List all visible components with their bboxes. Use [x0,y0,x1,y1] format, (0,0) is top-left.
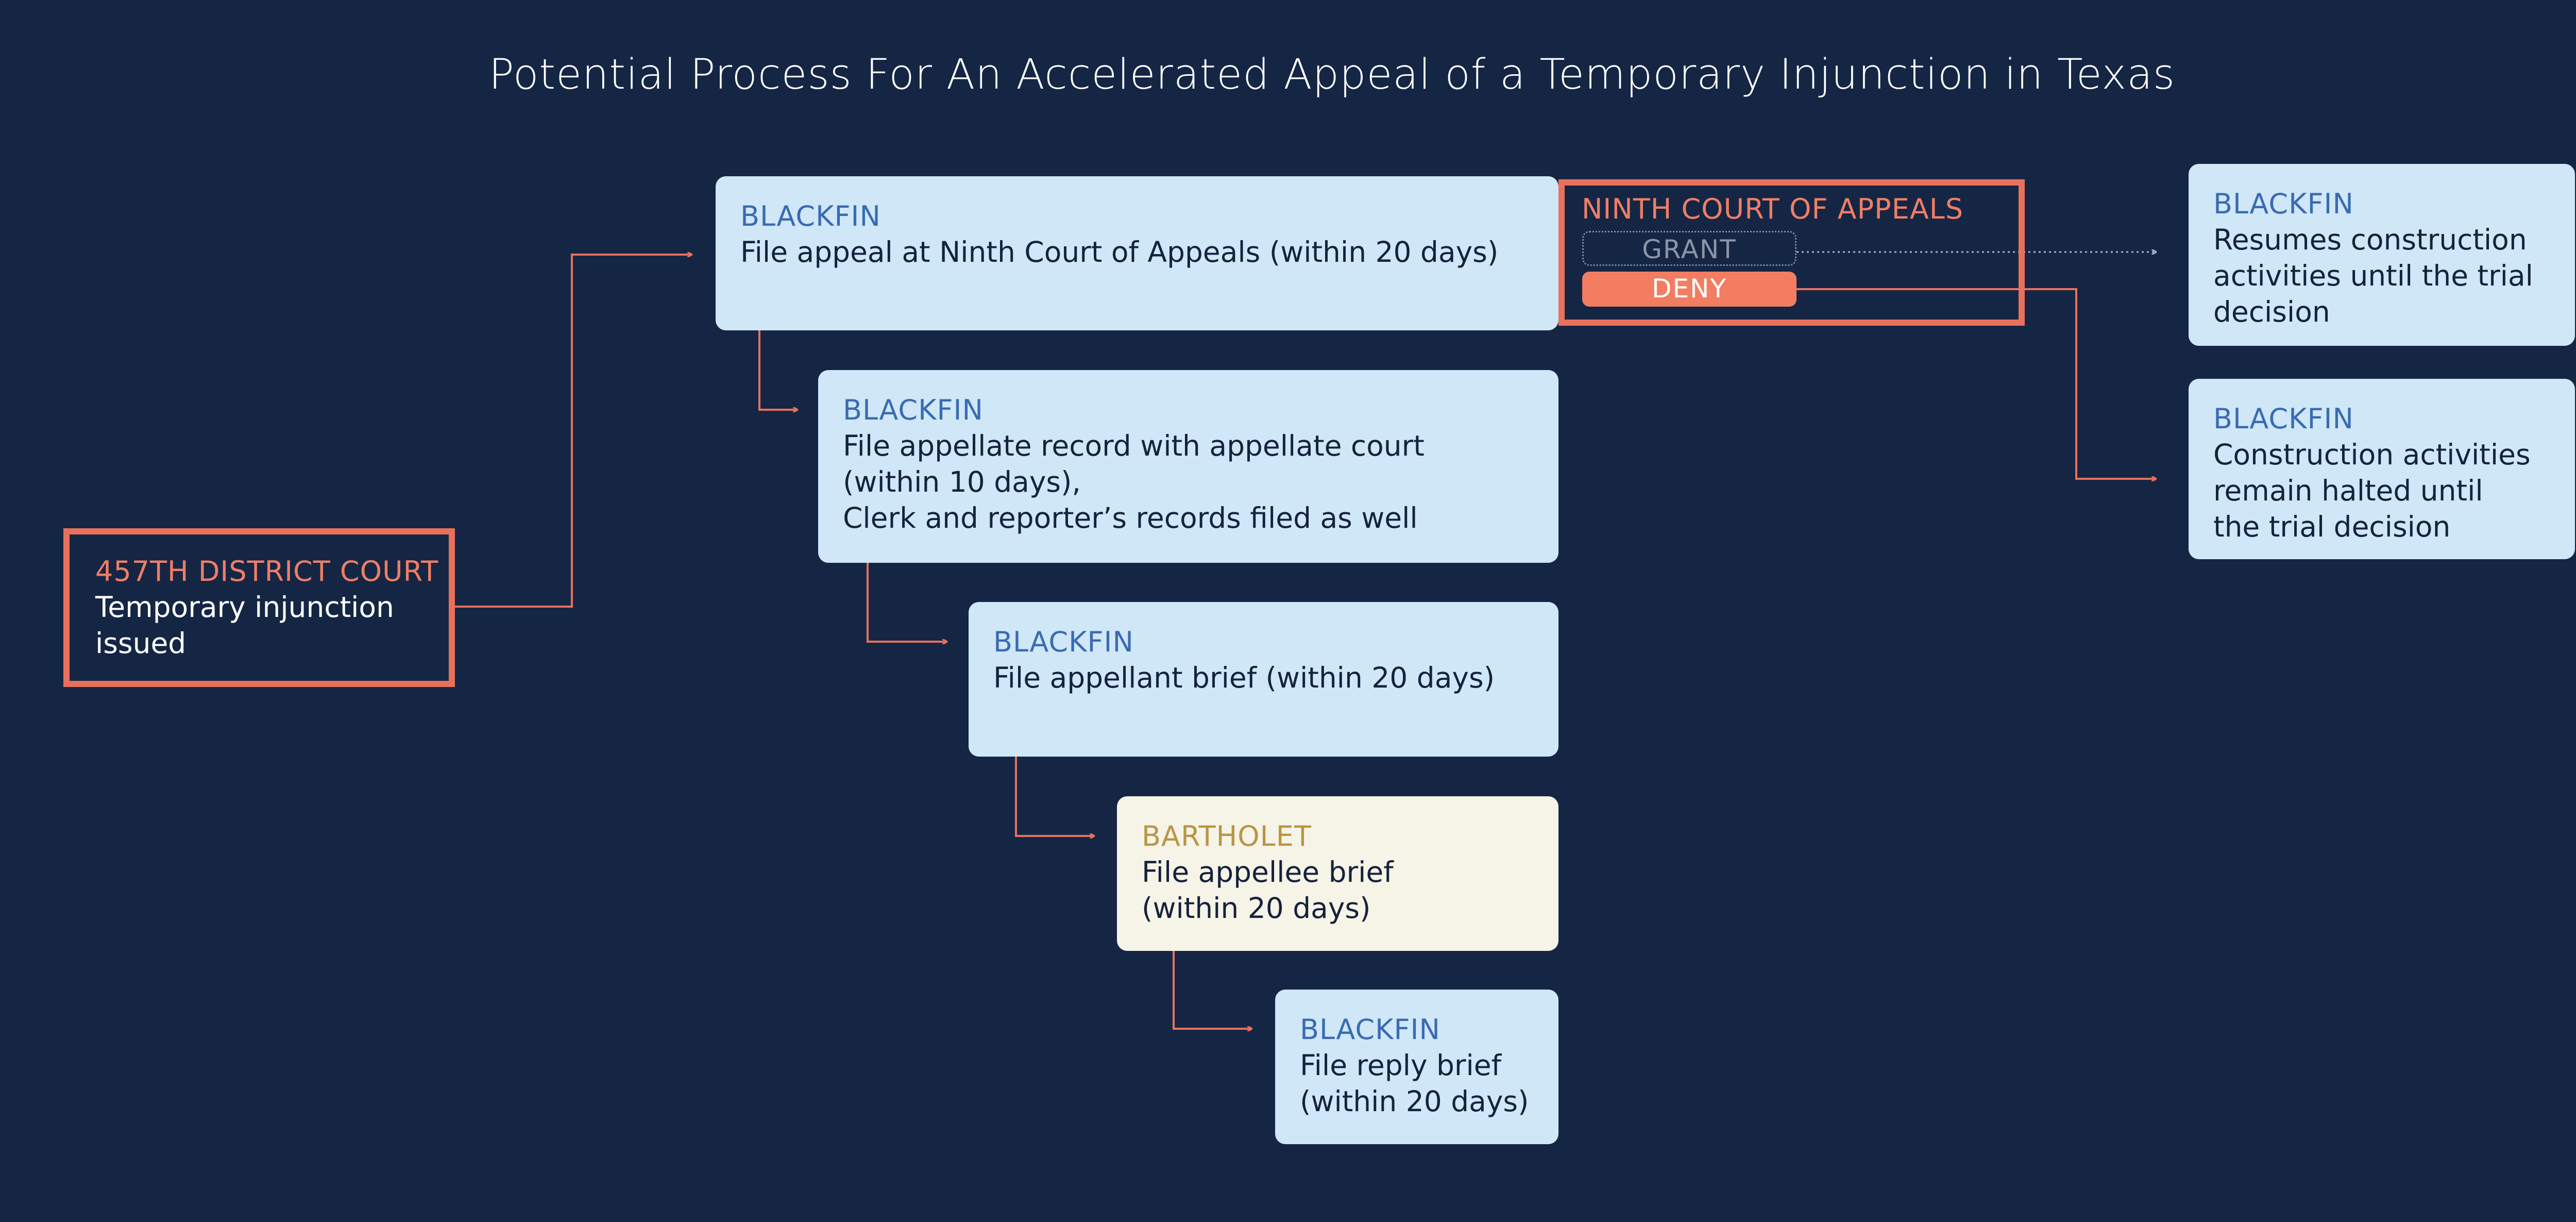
connector-district-to-appeal [455,255,692,608]
step-actor: BLACKFIN [843,394,984,426]
outcome-construction-halted: BLACKFIN Construction activities remain … [2189,379,2575,559]
outcome-desc: Construction activities remain halted un… [2213,438,2531,543]
district-court-desc: Temporary injunction issued [95,591,394,660]
appeals-court-label: NINTH COURT OF APPEALS [1582,193,1964,225]
step-appellant-brief: BLACKFIN File appellant brief (within 20… [969,602,1558,757]
step-actor: BLACKFIN [1300,1013,1440,1046]
step-actor: BLACKFIN [993,626,1134,658]
step-desc: File appellant brief (within 20 days) [993,661,1495,694]
step-appellee-brief: BARTHOLET File appellee brief (within 20… [1117,796,1558,951]
connector-appeal-to-record [758,330,798,410]
step-actor: BLACKFIN [740,200,881,232]
outcome-resume-construction: BLACKFIN Resumes construction activities… [2189,164,2575,346]
step-desc: File appellate record with appellate cou… [843,429,1425,534]
deny-pill: DENY [1582,272,1797,307]
connector-deny-to-halted [1797,288,2156,479]
step-file-appeal: BLACKFIN File appeal at Ninth Court of A… [716,176,1558,330]
appeals-court-box [1558,179,2025,326]
connector-appellant-to-appellee [1015,757,1094,836]
district-court-box: 457TH DISTRICT COURT Temporary injunctio… [63,528,455,687]
outcome-actor: BLACKFIN [2213,403,2354,435]
outcome-actor: BLACKFIN [2213,188,2354,220]
step-actor: BARTHOLET [1142,820,1312,852]
step-reply-brief: BLACKFIN File reply brief (within 20 day… [1275,990,1558,1144]
district-court-label: 457TH DISTRICT COURT [95,555,439,588]
step-desc: File appellee brief (within 20 days) [1142,856,1394,925]
outcome-desc: Resumes construction activities until th… [2213,223,2533,328]
step-desc: File appeal at Ninth Court of Appeals (w… [740,236,1499,269]
step-desc: File reply brief (within 20 days) [1300,1049,1529,1118]
step-appellate-record: BLACKFIN File appellate record with appe… [818,370,1558,563]
connector-record-to-appellant [867,563,947,642]
connector-appellee-to-reply [1173,951,1252,1029]
grant-pill: GRANT [1582,231,1797,266]
diagram-title: Potential Process For An Accelerated App… [488,51,2176,99]
